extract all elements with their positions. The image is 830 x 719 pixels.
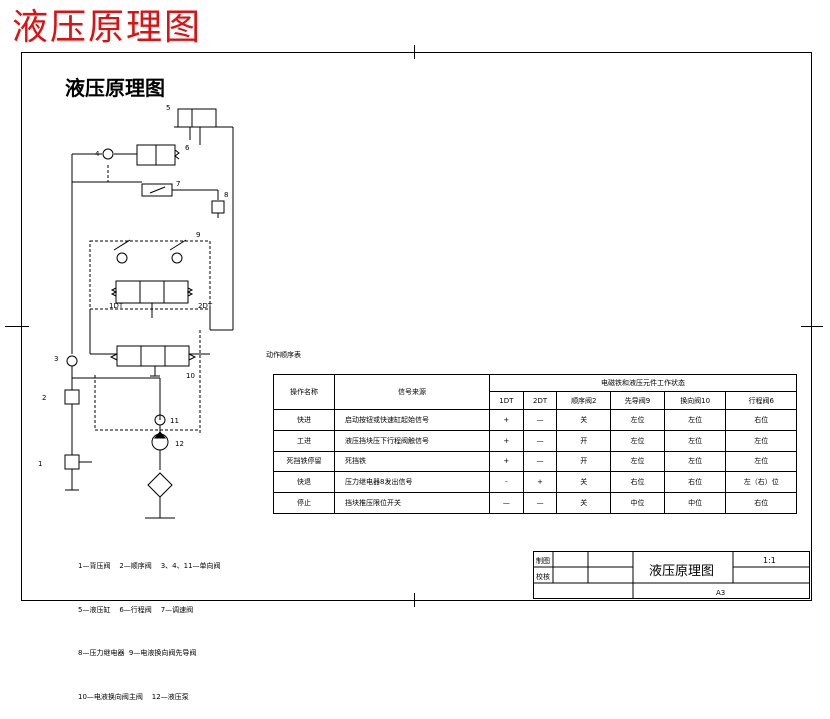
pilot-valve-9-box: [89, 240, 211, 310]
table-cell: 左（右）位: [725, 471, 797, 494]
legend-line: 10—电液换向阀主阀 12—液压泵: [78, 692, 189, 701]
table-cell: 启动按钮或快速缸起始信号: [334, 409, 490, 431]
table-cell: 中位: [610, 492, 665, 514]
check-valve-4: [102, 148, 114, 160]
table-cell: —: [522, 429, 558, 452]
table-cell: 左位: [610, 450, 665, 473]
table-cell: 工进: [273, 429, 335, 452]
component-label-11: 11: [170, 417, 179, 425]
page-title-red: 液压原理图: [12, 7, 203, 48]
component-label-2: 2: [42, 394, 46, 402]
table-cell: 压力继电器8发出信号: [334, 471, 490, 494]
table-cell: 左位: [725, 450, 797, 473]
table-row: 工进 液压挡块压下行程阀触信号 + — 开 左位 左位 左位: [273, 429, 797, 452]
frame-tick-right: [801, 326, 823, 327]
sequence-valve-2: [64, 389, 80, 405]
frame-tick-top: [414, 45, 415, 59]
table-cell: 关: [556, 471, 612, 494]
table-header-cell: 顺序阀2: [556, 391, 612, 410]
component-legend: 1—背压阀 2—顺序阀 3、4、11—单向阀 5—液压缸 6—行程阀 7—调速阀…: [78, 530, 221, 719]
table-cell: 关: [556, 492, 612, 514]
drawing-scale: 1:1: [763, 556, 776, 565]
component-label-5: 5: [166, 104, 170, 112]
sequence-table-caption: 动作顺序表: [266, 351, 301, 359]
table-cell: 开: [556, 429, 612, 452]
table-cell: +: [489, 450, 524, 473]
table-header-cell: 操作名称: [273, 374, 335, 410]
table-cell: 左位: [725, 429, 797, 452]
back-pressure-valve-1: [64, 454, 80, 470]
table-cell: 死挡铁停留: [273, 450, 335, 473]
table-cell: 左位: [663, 429, 727, 452]
component-label-3: 3: [54, 355, 58, 363]
table-cell: 挡块推压限位开关: [334, 492, 490, 514]
table-row: 死挡铁停留 死挡铁 + — 开 左位 左位 左位: [273, 450, 797, 473]
table-cell: 左位: [663, 450, 727, 473]
table-cell: +: [522, 471, 558, 494]
legend-line: 5—液压缸 6—行程阀 7—调速阀: [78, 605, 194, 614]
table-cell: +: [489, 409, 524, 431]
cylinder-5: [177, 108, 217, 128]
table-cell: 左位: [610, 409, 665, 431]
table-cell: 关: [556, 409, 612, 431]
table-header-cell: 2DT: [522, 391, 558, 410]
component-label-9: 9: [196, 231, 200, 239]
table-cell: 液压挡块压下行程阀触信号: [334, 429, 490, 452]
table-header-cell: 换向阀10: [663, 391, 727, 410]
table-cell: 左位: [663, 409, 727, 431]
component-label-1: 1: [38, 460, 42, 468]
pilot-valve-9: [115, 280, 189, 304]
checked-by-label: 校核: [536, 572, 550, 581]
table-cell: 死挡铁: [334, 450, 490, 473]
table-cell: -: [489, 471, 524, 494]
table-cell: 快进: [273, 409, 335, 431]
drawn-by-label: 制图: [536, 556, 550, 565]
table-cell: —: [522, 492, 558, 514]
table-header-cell: 先导阀9: [610, 391, 665, 410]
table-cell: 开: [556, 450, 612, 473]
component-label-12: 12: [175, 440, 184, 448]
component-label-4: 4: [95, 150, 100, 158]
component-label-6: 6: [185, 144, 190, 152]
table-cell: 中位: [663, 492, 727, 514]
legend-line: 1—背压阀 2—顺序阀 3、4、11—单向阀: [78, 562, 221, 570]
check-valve-3: [66, 355, 78, 367]
component-label-8: 8: [224, 191, 228, 199]
frame-tick-bottom: [414, 593, 415, 607]
component-label-7: 7: [176, 180, 180, 188]
table-cell: +: [489, 429, 524, 452]
valve-tag-left: 1DT: [109, 302, 124, 310]
table-group-header: 电磁铁和液压元件工作状态: [489, 374, 797, 392]
table-cell: —: [522, 450, 558, 473]
table-cell: 右位: [610, 471, 665, 494]
pressure-switch-8: [211, 200, 225, 214]
table-header-cell: 1DT: [489, 391, 524, 410]
table-row: 停止 挡块推压限位开关 — — 关 中位 中位 右位: [273, 492, 797, 514]
table-header-cell: 行程阀6: [725, 391, 797, 410]
table-cell: —: [489, 492, 524, 514]
table-row: 快进 启动按钮或快速缸起始信号 + — 关 左位 左位 右位: [273, 409, 797, 431]
diagram-title: 液压原理图: [65, 76, 165, 100]
component-label-10: 10: [186, 372, 195, 380]
sequence-table: 操作名称 信号来源 电磁铁和液压元件工作状态 1DT 2DT 顺序阀2 先导阀9…: [273, 374, 797, 514]
drawing-name: 液压原理图: [649, 564, 714, 579]
table-cell: 左位: [610, 429, 665, 452]
table-cell: —: [522, 409, 558, 431]
table-cell: 右位: [663, 471, 727, 494]
title-block: 制图 校核 液压原理图 1:1 A3: [533, 551, 810, 599]
table-cell: 右位: [725, 409, 797, 431]
hydraulic-schematic: 5 4 6 7 8 9 1DT 2DT 3 10 2 11 12 1: [38, 104, 234, 519]
sheet-size: A3: [716, 589, 725, 597]
table-row: 快退 压力继电器8发出信号 - + 关 右位 右位 左（右）位: [273, 471, 797, 494]
table-cell: 右位: [725, 492, 797, 514]
table-cell: 停止: [273, 492, 335, 514]
legend-line: 8—压力继电器 9—电液换向阀先导阀: [78, 649, 197, 657]
valve-tag-right: 2DT: [198, 302, 213, 310]
table-cell: 快退: [273, 471, 335, 494]
table-header-cell: 信号来源: [334, 374, 490, 410]
frame-tick-left: [5, 326, 29, 327]
main-valve-10: [116, 345, 190, 367]
filter: [147, 472, 173, 498]
